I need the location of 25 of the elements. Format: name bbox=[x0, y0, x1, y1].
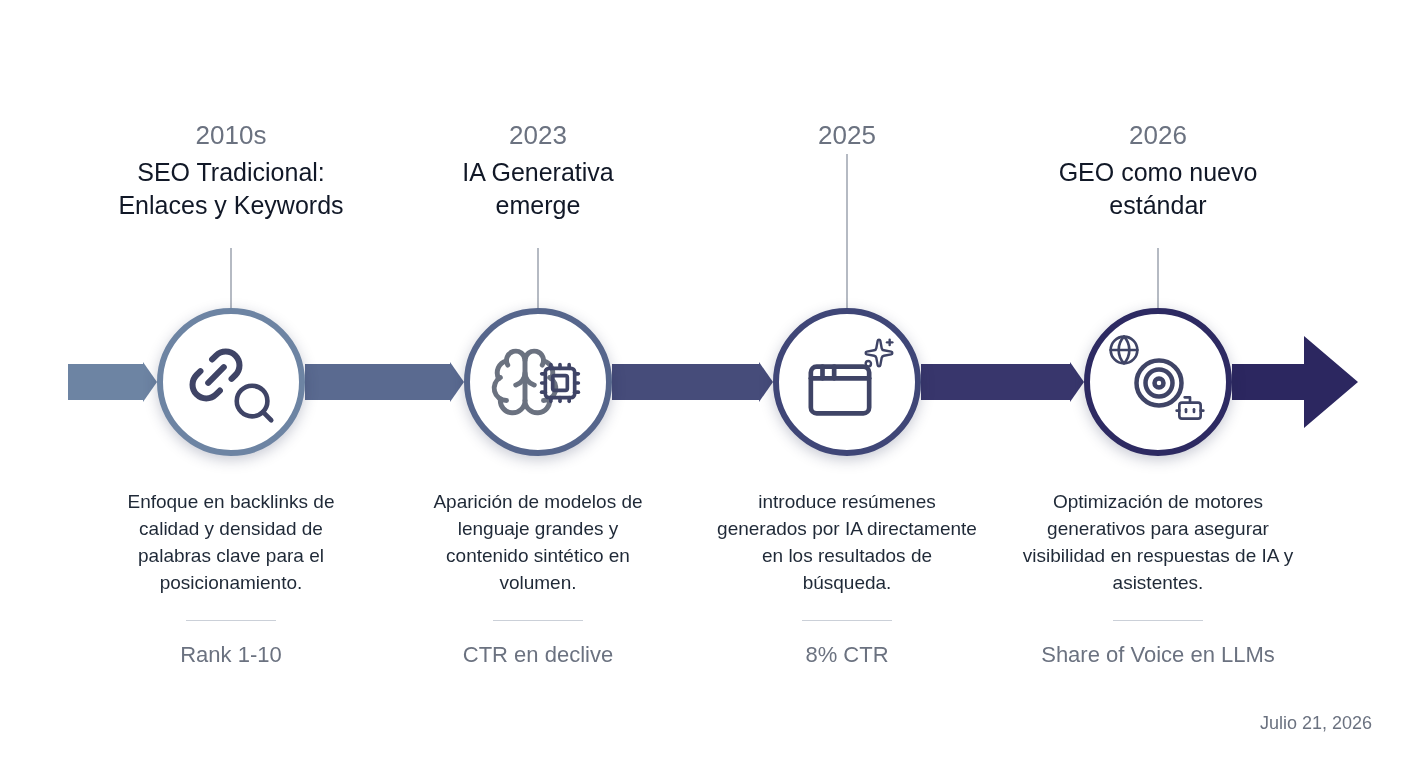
metric-label: Rank 1-10 bbox=[179, 641, 283, 669]
timeline-arrow bbox=[612, 362, 773, 402]
year-label: 2026 bbox=[1129, 119, 1187, 152]
stage-description: Aparición de modelos de lenguaje grandes y contenido sintético en volumen. bbox=[432, 490, 644, 595]
year-label: 2023 bbox=[509, 119, 567, 152]
stage-title: GEO como nuevo estándar bbox=[1057, 157, 1259, 221]
timeline-arrow bbox=[921, 362, 1084, 402]
stage-description: Enfoque en backlinks de calidad y densidad de palabras clave para el posicionamiento. bbox=[126, 490, 336, 595]
metric-label: CTR en declive bbox=[461, 641, 615, 669]
timeline-arrow bbox=[305, 362, 464, 402]
metric-label: Share of Voice en LLMs bbox=[1040, 641, 1276, 669]
date-note: Julio 21, 2026 bbox=[1259, 712, 1372, 735]
year-label: 2025 bbox=[818, 119, 876, 152]
year-label: 2010s bbox=[195, 119, 267, 152]
metric-label: 8% CTR bbox=[804, 641, 890, 669]
connector-line bbox=[537, 247, 539, 309]
connector-line bbox=[230, 247, 232, 309]
stage-description: Optimización de motores generativos para asegurar visibilidad en respuestas de IA y asistentes. bbox=[1021, 490, 1295, 595]
stage-description: introduce resúmenes generados por IA directamente en los resultados de búsqueda. bbox=[716, 490, 978, 595]
connector-line bbox=[1157, 247, 1159, 309]
timeline-arrow bbox=[68, 362, 157, 402]
connector-line bbox=[846, 153, 848, 309]
stage-title: SEO Tradicional: Enlaces y Keywords bbox=[117, 157, 345, 221]
stage-title: IA Generativa emerge bbox=[461, 157, 615, 221]
timeline-arrow bbox=[1232, 336, 1358, 428]
